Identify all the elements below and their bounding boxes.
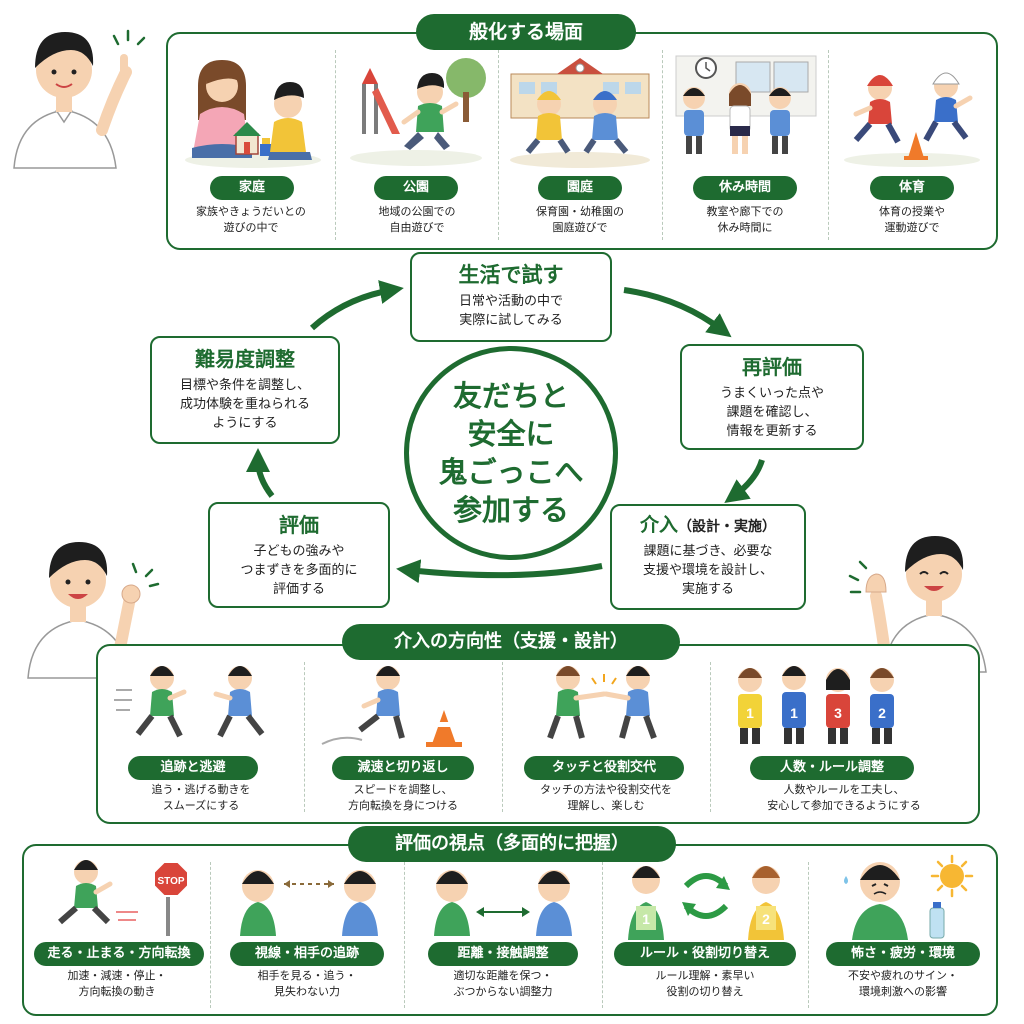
bib-number-1b: 1 (790, 705, 798, 721)
step-try-in-life: 生活で試す 日常や活動の中で実際に試してみる (410, 252, 612, 342)
intervention-group-desc: 人数やルールを工夫し、安心して参加できるようにする (767, 783, 921, 812)
stop-sign-text: STOP (157, 876, 184, 887)
pe-class-illustration (844, 72, 980, 167)
bib-number-2: 2 (878, 705, 886, 721)
bib-number-3: 3 (834, 705, 842, 721)
schoolyard-play-illustration (510, 58, 650, 168)
recess-play-illustration (675, 55, 817, 154)
situation-home-desc: 家族やきょうだいとの遊びの中で (196, 205, 306, 234)
teacher-pointing-illustration (13, 29, 146, 169)
chase-escape-illustration (114, 666, 265, 738)
intervention-decelerate-label: 減速と切り返し (332, 756, 474, 780)
evaluation-fear-fatigue-label: 怖さ・疲労・環境 (826, 942, 980, 966)
rule-role-switch-illustration: 1 2 (628, 866, 784, 940)
situation-recess-label: 休み時間 (693, 176, 797, 200)
intervention-group-label: 人数・ルール調整 (750, 756, 914, 780)
situation-schoolyard-label: 園庭 (538, 176, 622, 200)
decelerate-turn-illustration (321, 666, 462, 747)
situation-home-label: 家庭 (210, 176, 294, 200)
teacher-fist-illustration (27, 542, 160, 679)
eval-bib-number-2: 2 (762, 911, 770, 927)
evaluation-run-stop-desc: 加速・減速・停止・方向転換の動き (67, 969, 167, 998)
situation-schoolyard-desc: 保育園・幼稚園の園庭遊びで (536, 205, 624, 234)
intervention-touch-desc: タッチの方法や役割交代を理解し、楽しむ (540, 783, 672, 812)
evaluation-gaze-label: 視線・相手の追跡 (230, 942, 384, 966)
gaze-tracking-illustration (240, 870, 378, 936)
home-play-illustration (185, 60, 321, 168)
center-goal-line-4: 参加する (452, 493, 569, 527)
center-goal-circle: 友だちと 安全に 鬼ごっこへ 参加する (404, 346, 618, 560)
intervention-chase-label: 追跡と逃避 (128, 756, 258, 780)
distance-contact-illustration (434, 870, 572, 936)
evaluation-run-stop-label: 走る・止まる・方向転換 (34, 942, 204, 966)
center-goal-line-2: 安全に (467, 417, 555, 451)
group-rules-illustration: 1 1 3 2 (738, 666, 894, 744)
evaluation-rule-role-desc: ルール理解・素早い役割の切り替え (655, 969, 755, 998)
evaluation-gaze-desc: 相手を見る・追う・見失わない力 (257, 969, 357, 998)
evaluation-fear-fatigue-desc: 不安や疲れのサイン・環境刺激への影響 (848, 969, 958, 998)
situation-park-label: 公園 (374, 176, 458, 200)
intervention-header: 介入の方向性（支援・設計） (342, 624, 680, 660)
situation-park-desc: 地域の公園での自由遊びで (378, 205, 456, 234)
evaluation-rule-role-label: ルール・役割切り替え (614, 942, 796, 966)
situation-pe-desc: 体育の授業や運動遊びで (879, 205, 945, 234)
run-stop-turn-illustration: STOP (58, 860, 189, 936)
evaluation-distance-desc: 適切な距離を保つ・ぶつからない調整力 (453, 969, 553, 998)
situation-pe-label: 体育 (870, 176, 954, 200)
step-difficulty-adjust: 難易度調整 目標や条件を調整し、成功体験を重ねられるようにする (150, 336, 340, 444)
touch-swap-illustration (547, 666, 657, 740)
evaluation-header: 評価の視点（多面的に把握） (348, 826, 676, 862)
intervention-chase-desc: 追う・逃げる動きをスムーズにする (151, 783, 251, 812)
park-play-illustration (350, 58, 486, 166)
bib-number-1a: 1 (746, 705, 754, 721)
center-goal-line-3: 鬼ごっこへ (438, 455, 584, 489)
situation-recess-desc: 教室や廊下での休み時間に (706, 205, 784, 234)
situations-header: 般化する場面 (416, 14, 636, 50)
center-goal-line-1: 友だちと (452, 379, 569, 413)
intervention-touch-label: タッチと役割交代 (524, 756, 684, 780)
intervention-decelerate-desc: スピードを調整し、方向転換を身につける (348, 783, 458, 812)
step-reevaluate: 再評価 うまくいった点や課題を確認し、情報を更新する (680, 344, 864, 450)
step-intervention: 介入（設計・実施） 課題に基づき、必要な支援や環境を設計し、実施する (610, 504, 806, 610)
step-evaluate: 評価 子どもの強みやつまずきを多面的に評価する (208, 502, 390, 608)
eval-bib-number-1: 1 (642, 911, 650, 927)
evaluation-distance-label: 距離・接触調整 (428, 942, 578, 966)
fear-fatigue-env-illustration (844, 854, 974, 940)
